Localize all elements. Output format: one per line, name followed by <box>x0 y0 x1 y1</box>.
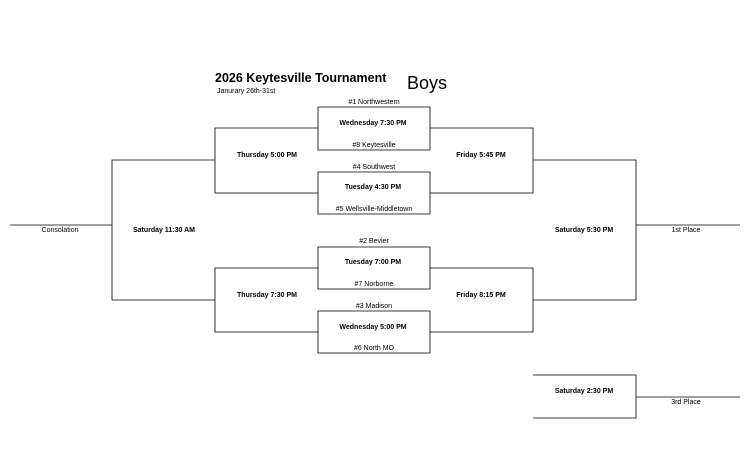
game-box-r1-top1 <box>317 106 431 151</box>
game-consolation-final: Saturday 11:30 AM <box>133 227 195 234</box>
championship-bracket <box>533 159 637 301</box>
game-r1-bot1: Tuesday 7:00 PM <box>344 259 402 266</box>
team-seed1: #1 Northwestern <box>348 99 400 106</box>
label-third-place: 3rd Place <box>671 399 701 406</box>
semi-bot-bracket <box>430 267 534 333</box>
tournament-dates: Janurary 26th-31st <box>217 88 276 95</box>
game-semi-top: Friday 5:45 PM <box>456 152 506 159</box>
game-box-r1-bot2 <box>317 310 431 354</box>
cons-top-bracket <box>214 127 318 194</box>
game-r1-bot2: Wednesday 5:00 PM <box>339 324 407 331</box>
game-championship: Saturday 5:30 PM <box>554 227 614 234</box>
team-seed8: #8 Keytesville <box>352 142 396 149</box>
cons-final-bracket <box>111 159 215 301</box>
label-consolation: Consolation <box>41 227 79 234</box>
team-seed2: #2 Bevier <box>359 238 389 245</box>
third-place-bracket <box>533 374 637 419</box>
game-r1-top1: Wednesday 7:30 PM <box>339 120 407 127</box>
game-cons-bot: Thursday 7:30 PM <box>237 292 297 299</box>
game-r1-top2: Tuesday 4:30 PM <box>344 184 402 191</box>
team-seed4: #4 Southwest <box>352 164 396 171</box>
tournament-title: 2026 Keytesville Tournament <box>215 71 387 85</box>
team-seed3: #3 Madison <box>355 303 393 310</box>
team-seed7: #7 Norborne <box>354 281 394 288</box>
team-seed5: #5 Wellsville-Middletown <box>335 206 413 213</box>
game-semi-bot: Friday 8:15 PM <box>456 292 506 299</box>
team-seed6: #6 North MO <box>353 345 395 352</box>
game-box-r1-top2 <box>317 171 431 215</box>
division-label: Boys <box>407 73 448 93</box>
label-first-place: 1st Place <box>671 227 701 234</box>
semi-top-bracket <box>430 127 534 194</box>
game-cons-top: Thursday 5:00 PM <box>237 152 297 159</box>
game-box-r1-bot1 <box>317 246 431 290</box>
game-third-place: Saturday 2:30 PM <box>554 388 614 395</box>
cons-bot-bracket <box>214 267 318 333</box>
